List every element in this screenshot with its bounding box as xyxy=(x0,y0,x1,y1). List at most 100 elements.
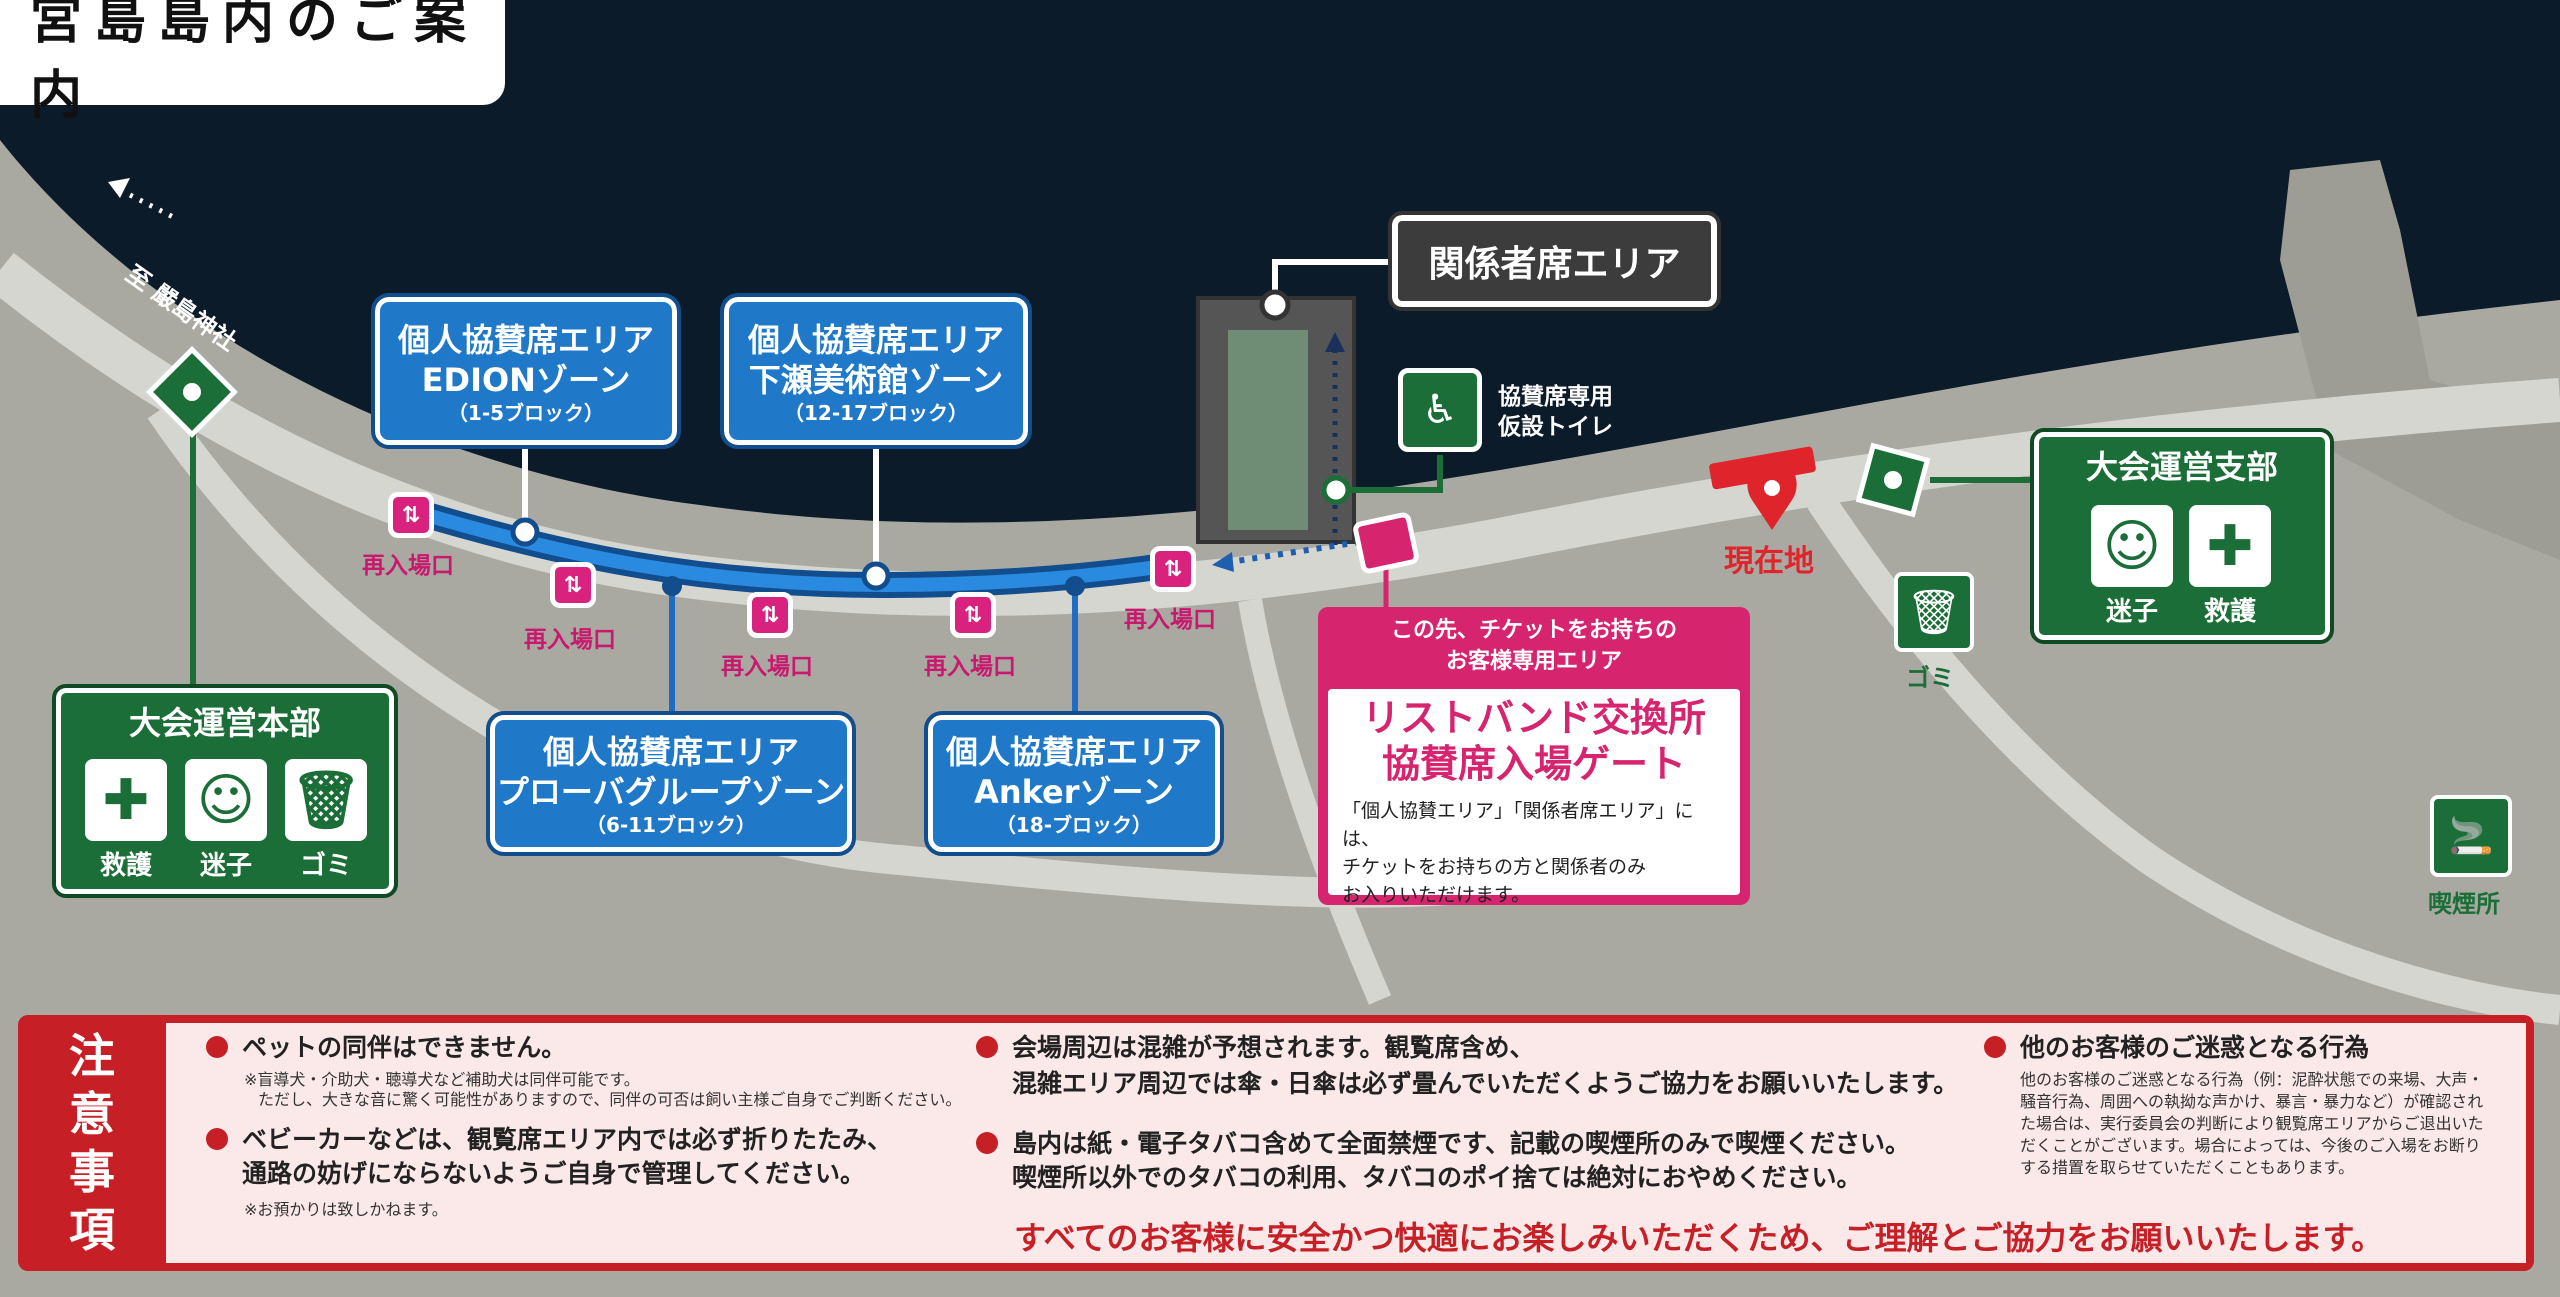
bullet-icon xyxy=(976,1036,998,1058)
zone-prova[interactable]: 個人協賛席エリア プローバグループゾーン （6-11ブロック） xyxy=(486,711,856,856)
caution-smoke: 島内は紙・電子タバコ含めて全面禁煙です、記載の喫煙所のみで喫煙ください。 xyxy=(976,1127,1910,1161)
entry-path xyxy=(1229,539,1361,565)
caution-pet-note1: ※盲導犬・介助犬・聴導犬など補助犬は同伴可能です。 xyxy=(244,1070,640,1089)
reentry-icon: ⇅ xyxy=(950,592,996,638)
trash-icon: 🗑 xyxy=(285,759,367,841)
reentry-icon: ⇅ xyxy=(1150,546,1196,592)
zone-blocks: （6-11ブロック） xyxy=(585,813,757,837)
caution-stroller: ベビーカーなどは、観覧席エリア内では必ず折りたたみ、 xyxy=(206,1123,892,1157)
caution-smoke-line2: 喫煙所以外でのタバコの利用、タバコのポイ捨ては絶対におやめください。 xyxy=(1012,1163,1862,1192)
hq-main-title: 大会運営本部 xyxy=(128,704,321,742)
caution-nuisance-note1: 他のお客様のご迷惑となる行為（例：泥酔状態での来場、大声・ xyxy=(2020,1070,2484,1089)
reentry-icon: ⇅ xyxy=(747,592,793,638)
caution-heading-char: 意 xyxy=(69,1087,115,1141)
inland-road xyxy=(147,401,1451,908)
zone-title: 下瀬美術館ゾーン xyxy=(748,361,1004,399)
smoking-label: 喫煙所 xyxy=(2428,890,2500,918)
toilet-label: 協賛席専用 仮設トイレ xyxy=(1498,382,1613,442)
hq-branch-item: 迷子 xyxy=(2105,597,2158,627)
toilet-line2: 仮設トイレ xyxy=(1498,414,1613,440)
pier xyxy=(2280,160,2560,560)
caution-stroller-line2: 通路の妨げにならないようご自身で管理してください。 xyxy=(242,1159,866,1188)
first-aid-icon: ✚ xyxy=(85,759,167,841)
reentry-icon: ⇅ xyxy=(550,562,596,608)
hq-branch-item: 救護 xyxy=(2203,597,2256,627)
caution-pet-note2: ただし、大きな音に驚く可能性がありますので、同伴の可否は飼い主様ご自身でご判断く… xyxy=(258,1090,962,1109)
ticket-header1: この先、チケットをお持ちの xyxy=(1390,618,1677,643)
caution-final-message: すべてのお客様に安全かつ快適にお楽しみいただくため、ご理解とご協力をお願いいたし… xyxy=(1014,1219,2384,1257)
wristband-exchange: リストバンド交換所 xyxy=(1362,696,1706,740)
zone-blocks: （1-5ブロック） xyxy=(447,401,605,425)
caution-nuisance-note2: 騒音行為、周囲への執拗な声かけ、暴言・暴力など）が確認され xyxy=(2020,1092,2484,1111)
page-title: 宮島島内のご案内 xyxy=(30,0,479,126)
zone-name: 個人協賛席エリア xyxy=(945,733,1202,771)
hq-main-panel[interactable]: 大会運営本部 ✚ ☺ 🗑 救護 迷子 ゴミ xyxy=(52,684,398,898)
hq-branch-title: 大会運営支部 xyxy=(2085,448,2278,486)
zone-name: 個人協賛席エリア xyxy=(542,733,799,771)
smoking-icon: 🚬 xyxy=(2430,795,2512,877)
caution-heading: 注 意 事 項 xyxy=(18,1015,166,1271)
zone-shimose[interactable]: 個人協賛席エリア 下瀬美術館ゾーン （12-17ブロック） xyxy=(720,293,1032,449)
shrine-path xyxy=(128,192,177,221)
staff-area-label[interactable]: 関係者席エリア xyxy=(1388,211,1721,311)
south-road xyxy=(1238,598,1392,1005)
caution-nuisance-title: 他のお客様のご迷惑となる行為 xyxy=(2020,1033,2370,1062)
caution-panel: 注 意 事 項 ペットの同伴はできません。 ※盲導犬・介助犬・聴導犬など補助犬は… xyxy=(18,1015,2534,1271)
zone-title: プローバグループゾーン xyxy=(496,773,846,811)
caution-pet: ペットの同伴はできません。 xyxy=(206,1031,566,1065)
caution-nuisance-note4: だくことがございます。場合によっては、今後のご入場をお断り xyxy=(2020,1136,2481,1155)
caution-crowd-line1: 会場周辺は混雑が予想されます。観覧席含め、 xyxy=(1012,1033,1535,1062)
caution-body: ペットの同伴はできません。 ※盲導犬・介助犬・聴導犬など補助犬は同伴可能です。 … xyxy=(166,1023,2526,1263)
caution-crowd-line2: 混雑エリア周辺では傘・日傘は必ず畳んでいただくようご協力をお願いいたします。 xyxy=(1012,1069,1959,1098)
zone-name: 個人協賛席エリア xyxy=(747,321,1004,359)
lost-child-icon: ☺ xyxy=(2091,505,2173,587)
lost-child-icon: ☺ xyxy=(185,759,267,841)
ticket-gate-box[interactable]: この先、チケットをお持ちの お客様専用エリア リストバンド交換所 協賛席入場ゲー… xyxy=(1318,607,1750,906)
caution-heading-char: 注 xyxy=(69,1029,115,1083)
ticket-note-line3: お入りいただけます。 xyxy=(1342,884,1531,906)
toilet-line1: 協賛席専用 xyxy=(1498,384,1613,410)
zone-title: EDIONゾーン xyxy=(421,361,631,399)
caution-nuisance: 他のお客様のご迷惑となる行為 xyxy=(1984,1031,2369,1065)
first-aid-icon: ✚ xyxy=(2189,505,2271,587)
reentry-icon: ⇅ xyxy=(388,492,434,538)
reentry-label: 再入場口 xyxy=(924,654,1016,680)
reentry-label: 再入場口 xyxy=(362,553,454,579)
reentry-label: 再入場口 xyxy=(1124,607,1216,633)
current-location-label: 現在地 xyxy=(1724,544,1814,579)
caution-nuisance-note5: する措置を取らせていただくこともあります。 xyxy=(2020,1158,2355,1177)
hq-main-item: 迷子 xyxy=(199,851,252,881)
caution-heading-char: 項 xyxy=(69,1203,115,1257)
title-box: 宮島島内のご案内 xyxy=(0,0,505,126)
trash-label: ゴミ xyxy=(1906,664,1954,692)
zone-edion[interactable]: 個人協賛席エリア EDIONゾーン （1-5ブロック） xyxy=(371,293,681,449)
caution-stroller-note: ※お預かりは致しかねます。 xyxy=(244,1200,448,1219)
caution-pet-text: ペットの同伴はできません。 xyxy=(242,1033,567,1062)
caution-stroller-line1: ベビーカーなどは、観覧席エリア内では必ず折りたたみ、 xyxy=(242,1125,893,1154)
ticket-note-line1: 「個人協賛エリア」「関係者席エリア」には、 xyxy=(1342,800,1694,850)
gate-marker xyxy=(1353,512,1419,574)
bullet-icon xyxy=(206,1128,228,1150)
caution-heading-char: 事 xyxy=(69,1145,115,1199)
ticket-note-line2: チケットをお持ちの方と関係者のみ xyxy=(1342,856,1647,878)
caution-crowd: 会場周辺は混雑が予想されます。観覧席含め、 xyxy=(976,1031,1535,1065)
caution-nuisance-note3: た場合は、実行委員会の判断により観覧席エリアからご退出いた xyxy=(2020,1114,2484,1133)
sponsor-gate: 協賛席入場ゲート xyxy=(1381,742,1686,786)
reentry-label: 再入場口 xyxy=(721,654,813,680)
zone-anker[interactable]: 個人協賛席エリア Ankerゾーン （18-ブロック） xyxy=(924,711,1224,856)
caution-smoke-line1: 島内は紙・電子タバコ含めて全面禁煙です、記載の喫煙所のみで喫煙ください。 xyxy=(1012,1129,1911,1158)
zone-blocks: （12-17ブロック） xyxy=(784,401,968,425)
zone-blocks: （18-ブロック） xyxy=(995,813,1153,837)
ticket-note: 「個人協賛エリア」「関係者席エリア」には、 チケットをお持ちの方と関係者のみ お… xyxy=(1328,787,1740,909)
trash-icon: 🗑 xyxy=(1894,572,1974,652)
ticket-header2: お客様専用エリア xyxy=(1445,649,1622,674)
toilet-icon: ♿ xyxy=(1398,368,1482,452)
hq-main-item: 救護 xyxy=(99,851,152,881)
zone-name: 個人協賛席エリア xyxy=(397,321,654,359)
hq-main-item: ゴミ xyxy=(299,851,352,881)
bullet-icon xyxy=(206,1036,228,1058)
bullet-icon xyxy=(1984,1036,2006,1058)
zone-title: Ankerゾーン xyxy=(974,773,1174,811)
hq-branch-panel[interactable]: 大会運営支部 ☺ ✚ 迷子 救護 xyxy=(2030,428,2334,644)
